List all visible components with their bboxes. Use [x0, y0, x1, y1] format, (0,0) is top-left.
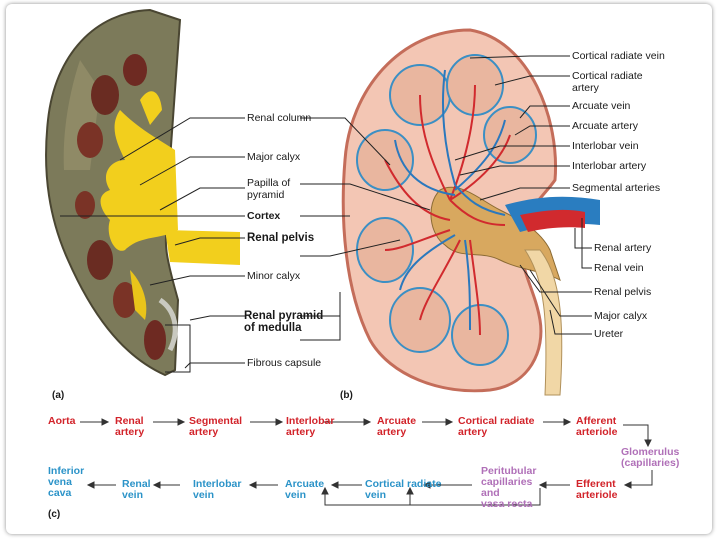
- flow-renal-artery: Renal artery: [115, 415, 145, 438]
- part-label-c: (c): [48, 509, 61, 520]
- label-interlobar-artery: Interlobar artery: [572, 160, 647, 172]
- flow-cortical-radiate-artery: Cortical radiate artery: [458, 415, 535, 438]
- part-label-b: (b): [340, 390, 353, 401]
- label-arcuate-vein: Arcuate vein: [572, 100, 631, 112]
- label-renal-pyramid: Renal pyramid of medulla: [244, 310, 324, 334]
- kidney-illustration-b: [341, 28, 600, 396]
- label-renal-pelvis-b: Renal pelvis: [594, 286, 652, 298]
- label-cortex: Cortex: [247, 210, 281, 222]
- flow-arcuate-vein: Arcuate vein: [285, 478, 325, 501]
- flow-interlobar-vein: Interlobar vein: [193, 478, 242, 501]
- flow-efferent-arteriole: Efferent arteriole: [576, 478, 618, 501]
- flow-renal-vein: Renal vein: [122, 478, 151, 501]
- flow-cortical-radiate-vein: Cortical radiate vein: [365, 478, 442, 501]
- part-label-a: (a): [52, 390, 65, 401]
- flow-glomerulus: Glomerulus (capillaries): [621, 446, 680, 469]
- label-major-calyx-a: Major calyx: [247, 151, 301, 163]
- flow-segmental-artery: Segmental artery: [189, 415, 243, 438]
- label-segmental-arteries: Segmental arteries: [572, 182, 661, 194]
- label-papilla: Papilla of pyramid: [247, 177, 291, 201]
- label-cortical-radiate-artery: Cortical radiate artery: [572, 70, 643, 94]
- flow-inferior-vena-cava: Inferior vena cava: [48, 465, 85, 499]
- label-major-calyx-b: Major calyx: [594, 310, 648, 322]
- label-interlobar-vein: Interlobar vein: [572, 140, 639, 152]
- label-renal-column: Renal column: [247, 112, 312, 124]
- label-ureter: Ureter: [594, 328, 624, 340]
- flow-interlobar-artery: Interlobar artery: [286, 415, 335, 438]
- label-renal-pelvis-a: Renal pelvis: [247, 232, 315, 244]
- label-renal-artery: Renal artery: [594, 242, 652, 254]
- flow-arrows: [80, 418, 653, 506]
- flow-peritubular-capillaries: Peritubular capillaries and vasa recta: [481, 465, 537, 510]
- label-arcuate-artery: Arcuate artery: [572, 120, 638, 132]
- flow-arcuate-artery: Arcuate artery: [377, 415, 417, 438]
- label-cortical-radiate-vein: Cortical radiate vein: [572, 50, 665, 62]
- flow-afferent-arteriole: Afferent arteriole: [576, 415, 618, 438]
- leader-lines-a: [60, 117, 245, 373]
- label-minor-calyx: Minor calyx: [247, 270, 301, 282]
- flow-aorta: Aorta: [48, 415, 76, 427]
- label-fibrous-capsule: Fibrous capsule: [247, 357, 322, 369]
- label-renal-vein: Renal vein: [594, 262, 644, 274]
- kidney-photo-a: [45, 8, 240, 377]
- leader-lines-b: [300, 55, 592, 341]
